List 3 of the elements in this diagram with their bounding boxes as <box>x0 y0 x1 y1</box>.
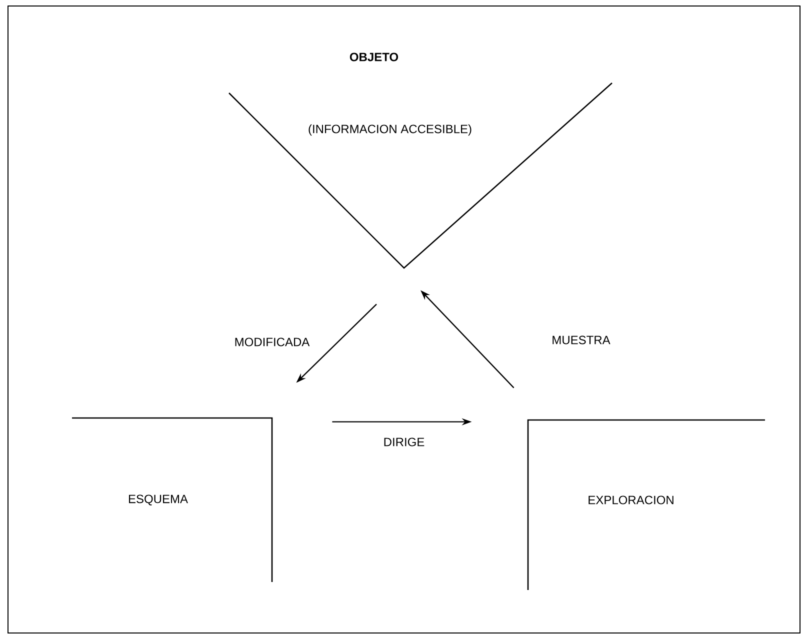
edge-label: DIRIGE <box>382 436 426 448</box>
edge-label: MUESTRA <box>550 334 612 346</box>
edge-label: MODIFICADA <box>233 336 311 348</box>
